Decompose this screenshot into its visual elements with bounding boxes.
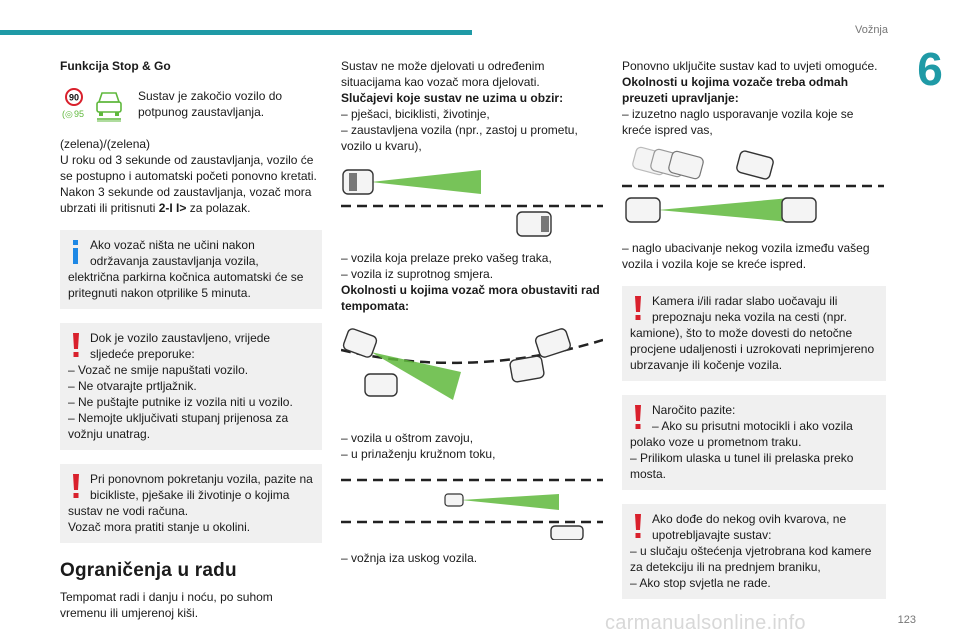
watermark: carmanualsonline.info <box>605 612 806 634</box>
info-note: Ako vozač ništa ne učini nakon održavanj… <box>60 230 322 309</box>
warning-note-2-first: Pri ponovnom pokretanju vozila, pazite n… <box>90 472 313 502</box>
col3-list-item: – naglo ubacivanje nekog vozila između v… <box>622 241 870 271</box>
col3-heading-1: Okolnosti u kojima vozače treba odmah pr… <box>622 75 849 105</box>
warning-note-1: Dok je vozilo zaustavljeno, vrijede slje… <box>60 323 322 450</box>
warning-note-4-first: Naročito pazite: <box>652 403 736 417</box>
warning-note-5-item: – Ako stop svjetla ne rade. <box>630 576 771 590</box>
column-3: Ponovno uključite sustav kad to uvjeti o… <box>622 58 886 599</box>
svg-text:(: ( <box>62 109 65 119</box>
header-accent-bar <box>0 30 472 35</box>
stop-go-icons: 90 ( ◎ 95 <box>60 88 132 124</box>
warning-icon <box>73 333 79 357</box>
section-label: Vožnja <box>854 24 888 36</box>
warning-note-5-item: – u slučaju oštećenja vjetrobrana kod ka… <box>630 544 872 574</box>
col2-list-item: – zaustavljena vozila (npr., zastoj u pr… <box>341 123 578 153</box>
warning-note-1-first: Dok je vozilo zaustavljeno, vrijede slje… <box>90 331 271 361</box>
badge-red-text: 90 <box>69 93 79 103</box>
col2-heading-1: Slučajevi koje sustav ne uzima u obzir: <box>341 91 564 105</box>
col2-list-item: – u priлаženju kružnom toku, <box>341 447 496 461</box>
stop-go-row: 90 ( ◎ 95 Sustav je zakočio vozilo do po… <box>60 88 322 124</box>
warning-note-5-first: Ako dođe do nekog ovih kvarova, ne upotr… <box>652 512 847 542</box>
illustration-braking <box>622 146 884 223</box>
stop-go-text: Sustav je zakočio vozilo do potpunog zau… <box>138 89 283 119</box>
stop-go-para: U roku od 3 sekunde od zaustavljanja, vo… <box>60 153 317 215</box>
column-2: Sustav ne može djelovati u određenim sit… <box>341 58 603 566</box>
warning-note-4: Naročito pazite: – Ako su prisutni motoc… <box>622 395 886 490</box>
warning-note-1-item: – Vozač ne smije napuštati vozilo. <box>68 363 249 377</box>
warning-note-1-item: – Ne otvarajte prtljažnik. <box>68 379 197 393</box>
warning-note-2-rest: Vozač mora pratiti stanje u okolini. <box>68 520 251 534</box>
figure-sudden-braking <box>622 146 884 230</box>
warning-note-4-rest: – Prilikom ulaska u tunel ili prelaska p… <box>630 451 854 481</box>
car-front-icon <box>96 92 122 122</box>
illustration-crossing <box>341 169 603 237</box>
warning-note-2-rest: sustav ne vodi računa. <box>68 504 189 518</box>
col2-list-item: – vozila u oštrom zavoju, <box>341 431 474 445</box>
badge-green-text: 95 <box>74 109 84 119</box>
stop-go-para-line1: (zelena)/(zelena) <box>60 137 151 151</box>
col3-para-1: Ponovno uključite sustav kad to uvjeti o… <box>622 59 878 73</box>
warning-note-3: Kamera i/ili radar slabo uočavaju ili pr… <box>622 286 886 381</box>
figure-narrow-vehicle <box>341 470 603 540</box>
illustration-curve <box>341 328 603 400</box>
speed-badge-icon: 90 ( ◎ 95 <box>62 88 84 119</box>
page-number: 123 <box>897 614 916 626</box>
warning-icon <box>73 474 79 498</box>
limitations-heading: Ograničenja u radu <box>60 560 237 581</box>
col2-list-item: – pješaci, biciklisti, životinje, <box>341 107 490 121</box>
column-1: Funkcija Stop & Go 90 ( ◎ 95 Sustav je z… <box>60 58 322 621</box>
warning-note-1-item: – Ne puštajte putnike iz vozila niti u v… <box>68 395 293 409</box>
warning-note-1-item: – Nemojte uključivati stupanj prijenosa … <box>68 411 289 441</box>
warning-note-4-first2: – Ako su prisutni motocikli i ako vozila <box>652 419 853 433</box>
col2-list-item: – vozila koja prelaze preko vašeg traka, <box>341 251 552 265</box>
col2-list-item: – vožnja iza uskog vozila. <box>341 551 478 565</box>
warning-icon <box>635 296 641 320</box>
warning-note-4-rest: polako voze u prometnom traku. <box>630 435 802 449</box>
stop-go-title: Funkcija Stop & Go <box>60 59 171 73</box>
limitations-text: Tempomat radi i danju i noću, po suhom v… <box>60 590 273 620</box>
col2-heading-2: Okolnosti u kojima vozač mora obustaviti… <box>341 283 600 313</box>
figure-crossing-vehicle <box>341 162 603 240</box>
chapter-number: 6 <box>917 43 943 95</box>
warning-note-3-first: Kamera i/ili radar slabo uočavaju ili pr… <box>652 294 847 324</box>
svg-text:◎: ◎ <box>65 109 73 119</box>
col3-list-item: – izuzetno naglo usporavanje vozila koje… <box>622 107 854 137</box>
illustration-narrow <box>341 478 603 540</box>
warning-note-2: Pri ponovnom pokretanju vozila, pazite n… <box>60 464 322 543</box>
warning-icon <box>635 405 641 429</box>
figure-sharp-curve <box>341 322 603 420</box>
warning-icon <box>635 514 641 538</box>
warning-note-5: Ako dođe do nekog ovih kvarova, ne upotr… <box>622 504 886 599</box>
info-note-first: Ako vozač ništa ne učini nakon održavanj… <box>90 238 259 268</box>
info-note-rest: električna parkirna kočnica automatski ć… <box>68 270 304 300</box>
col2-list-item: – vozila iz suprotnog smjera. <box>341 267 494 281</box>
col2-intro: Sustav ne može djelovati u određenim sit… <box>341 59 545 89</box>
warning-note-3-rest: kamione), što to može dovesti do netočne… <box>630 326 875 372</box>
info-icon <box>73 240 78 264</box>
